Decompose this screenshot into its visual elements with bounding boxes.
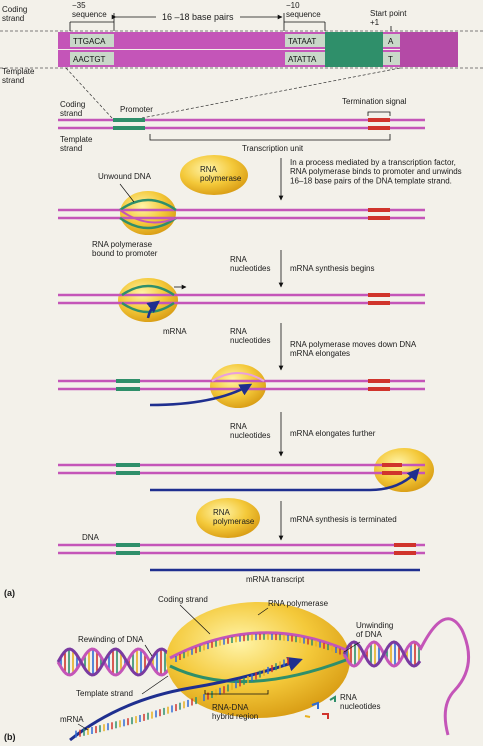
panel-b-bubble-bases [175, 633, 341, 662]
panel-b-right-helix [342, 617, 471, 736]
seq-coding-35: TTGACA [73, 37, 106, 46]
start-template-base: T [388, 55, 393, 64]
panel-b-label: (b) [4, 732, 16, 742]
elongation-row [58, 364, 425, 408]
seq-coding-10: TATAAT [288, 37, 316, 46]
start-coding-base: A [388, 37, 394, 46]
b-coding-strand-label: Coding strand [158, 595, 208, 604]
initiation-row: mRNA [58, 278, 425, 336]
mrna-transcript-label: mRNA transcript [246, 575, 305, 584]
transcription-unit-label: Transcription unit [242, 144, 304, 153]
rna-polymerase-free [180, 155, 248, 195]
late-elongation-row [58, 448, 434, 492]
span-label: 16 –18 base pairs [162, 12, 234, 22]
b-rna-polymerase-label: RNA polymerase [268, 599, 329, 608]
free-nucleotides [304, 695, 336, 719]
promoter-label: Promoter [120, 105, 153, 114]
s5-description: mRNA synthesis is terminated [290, 515, 397, 524]
seq-template-10: ATATTA [288, 55, 317, 64]
b-mrna-label: mRNA [60, 715, 84, 724]
panel-b-left-helix [56, 647, 174, 677]
s4-description: mRNA elongates further [290, 429, 376, 438]
panel-b-mrna-bases [75, 657, 289, 738]
panel-b-polymerase [166, 602, 350, 718]
b-template-strand-label: Template strand [76, 689, 133, 698]
dna-label: DNA [82, 533, 100, 542]
start-point-label: Start point+1 [370, 9, 407, 27]
seq-template-35: AACTGT [73, 55, 106, 64]
terminated-row: DNA mRNA transcript (a) [4, 533, 425, 598]
unwound-dna-label: Unwound DNA [98, 172, 152, 181]
s2-description: mRNA synthesis begins [290, 264, 374, 273]
s1-description: In a process mediated by a transcription… [290, 158, 462, 185]
termination-label: Termination signal [342, 97, 407, 106]
rewinding-label: Rewinding of DNA [78, 635, 144, 644]
panel-b: Coding strand RNA polymerase Rewinding o… [4, 595, 471, 742]
panel-a-label: (a) [4, 588, 15, 598]
mrna-label: mRNA [163, 327, 187, 336]
